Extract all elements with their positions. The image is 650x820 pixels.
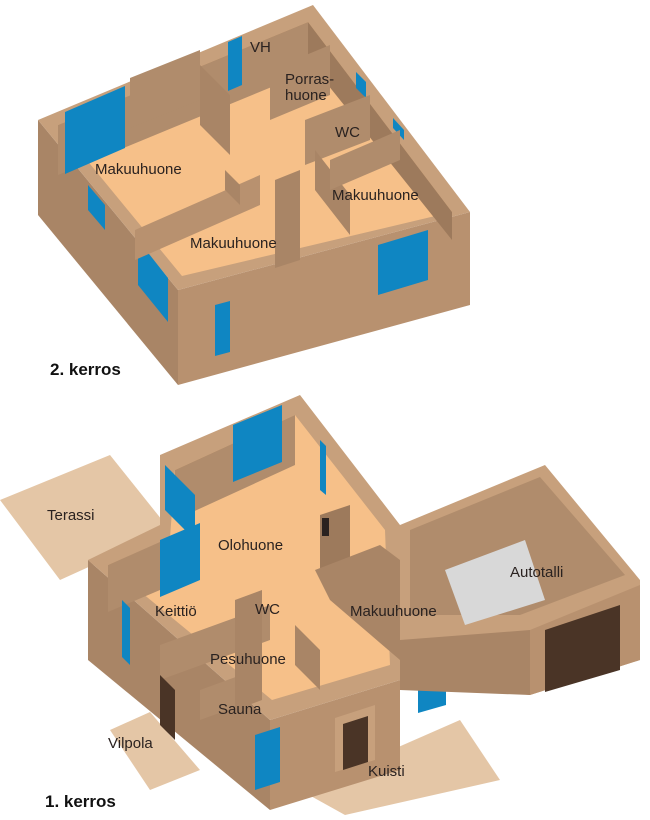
room-label-makuuhuone-1: Makuuhuone [350,603,437,620]
room-label-autotalli: Autotalli [510,564,564,581]
room-label-makuuhuone-2b: Makuuhuone [190,235,277,252]
window [65,86,125,174]
room-label-porrashuone: Porras- huone [285,71,335,104]
room-label-sauna: Sauna [218,701,262,718]
floor2-title: 2. kerros [50,360,121,379]
room-label-vh: VH [250,39,271,56]
room-label-makuuhuone-2a: Makuuhuone [95,161,182,178]
area-label-kuisti: Kuisti [368,763,405,780]
room-label-pesuhuone: Pesuhuone [210,651,286,668]
floor1-building [88,395,640,810]
room-label-keittio: Keittiö [155,603,197,620]
room-label-olohuone: Olohuone [218,537,284,554]
floor2-building [38,5,470,385]
room-label-wc-2: WC [335,124,360,141]
area-label-terassi: Terassi [47,507,95,524]
floor1-title: 1. kerros [45,792,116,811]
area-label-vilpola: Vilpola [108,735,153,752]
room-label-makuuhuone-2c: Makuuhuone [332,187,419,204]
room-label-wc-1: WC [255,601,280,618]
